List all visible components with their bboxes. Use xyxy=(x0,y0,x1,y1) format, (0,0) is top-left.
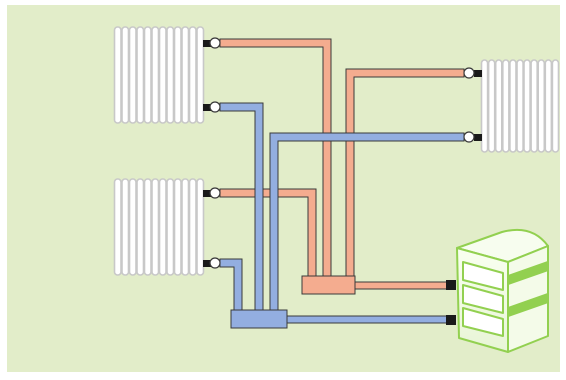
radiator-fin xyxy=(181,26,190,124)
radiator-fin xyxy=(158,178,167,276)
valve-stub xyxy=(474,134,482,141)
boiler-band xyxy=(507,261,549,285)
radiator-fin xyxy=(551,59,560,153)
radiator-fin xyxy=(530,59,538,153)
radiator-fin xyxy=(151,178,160,276)
radiator-top-left xyxy=(113,26,205,124)
valve-icon xyxy=(209,187,221,199)
valve-stub xyxy=(203,40,211,47)
boiler-connector-supply xyxy=(446,280,456,290)
radiator-fin xyxy=(128,178,137,276)
return-pipe-boiler xyxy=(286,315,449,324)
valve-stub xyxy=(203,260,211,267)
radiator-fin xyxy=(480,59,489,153)
radiator-fin xyxy=(136,178,145,276)
valves xyxy=(203,37,482,269)
valve-icon xyxy=(209,257,221,269)
radiator-bottom-left xyxy=(113,178,205,276)
radiator-right xyxy=(480,59,560,153)
boiler-band xyxy=(507,293,549,317)
radiator-fin xyxy=(509,59,517,153)
radiator-fin xyxy=(128,26,137,124)
radiator-fin xyxy=(501,59,510,153)
radiator-fin xyxy=(136,26,145,124)
radiator-fin xyxy=(537,59,546,153)
radiator-fin xyxy=(188,26,197,124)
supply-pipe-boiler xyxy=(354,281,449,290)
radiator-fin xyxy=(516,59,524,153)
radiator-fin xyxy=(151,26,160,124)
valve-icon xyxy=(209,37,221,49)
radiator-fin xyxy=(158,26,167,124)
radiator-fin xyxy=(196,178,205,276)
valve-stub xyxy=(203,190,211,197)
radiator-fin xyxy=(121,26,130,124)
radiator-fin xyxy=(113,26,122,124)
boiler-drawer xyxy=(462,261,504,291)
valve-icon xyxy=(463,67,475,79)
radiator-fin xyxy=(173,178,182,276)
return-manifold xyxy=(230,309,288,329)
radiator-fin xyxy=(494,59,503,153)
radiator-fin xyxy=(544,59,553,153)
boiler-drawer xyxy=(462,307,504,337)
boiler-connector-return xyxy=(446,315,456,325)
supply-manifold xyxy=(301,275,356,295)
boiler-icon xyxy=(456,228,549,353)
boiler-drawer xyxy=(462,284,504,314)
radiator-fin xyxy=(196,26,205,124)
radiator-fin xyxy=(113,178,122,276)
radiator-fin xyxy=(181,178,190,276)
valve-icon xyxy=(209,101,221,113)
valve-icon xyxy=(463,131,475,143)
radiator-fin xyxy=(166,178,175,276)
radiator-fin xyxy=(166,26,175,124)
radiator-fin xyxy=(188,178,197,276)
valve-stub xyxy=(474,70,482,77)
radiator-fin xyxy=(173,26,182,124)
radiator-fin xyxy=(143,178,152,276)
radiator-fin xyxy=(121,178,130,276)
radiator-fin xyxy=(487,59,496,153)
radiator-fin xyxy=(523,59,531,153)
valve-stub xyxy=(203,104,211,111)
radiator-fin xyxy=(143,26,152,124)
